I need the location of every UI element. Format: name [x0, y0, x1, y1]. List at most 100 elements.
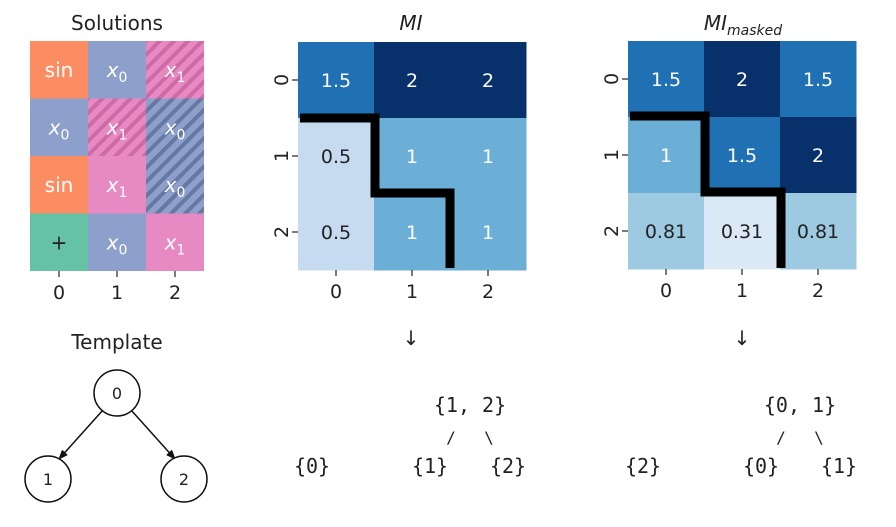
- mi-cell-0-0: [298, 42, 375, 119]
- mimasked-cell-value-0-1: 2: [736, 69, 748, 91]
- mi-tree-leaf-left: {1}: [412, 454, 448, 478]
- mi-cell-value-1-1: 1: [406, 146, 418, 168]
- solutions-cell-3-0: [30, 213, 88, 271]
- mi-x-tick-label: 2: [482, 281, 494, 303]
- mi-cell-2-0: [298, 194, 375, 271]
- mi-cell-value-2-2: 1: [482, 222, 494, 244]
- solutions-cell-1-1: [88, 98, 146, 156]
- mimasked-cell-2-2: [780, 193, 857, 270]
- solutions-cell-label-3-1: x0: [106, 230, 128, 258]
- solutions-x-tick-label: 0: [53, 282, 65, 304]
- mi-cell-2-2: [450, 194, 527, 271]
- mi-tree-branch-left: /: [446, 428, 456, 447]
- mimasked-y-tick-label: 2: [601, 225, 623, 237]
- mimasked-cell-1-1: [704, 117, 781, 194]
- solutions-cell-3-2: [146, 213, 204, 271]
- mi-cell-1-2: [450, 118, 527, 195]
- mi-title: MI: [399, 11, 422, 35]
- mimasked-axis-ticks: 0 1 2 0 1 2: [601, 73, 824, 302]
- template-node-label-2: 2: [179, 470, 189, 489]
- template-node-1: [24, 455, 72, 503]
- mi-tree-branch-right: \: [484, 428, 494, 447]
- solutions-cell-0-2: [146, 41, 204, 99]
- solutions-cell-2-0: [30, 156, 88, 214]
- solutions-cell-label-1-2: x0: [164, 115, 186, 143]
- mimasked-cell-value-2-1: 0.31: [721, 221, 763, 243]
- solutions-cell-0-1: [88, 41, 146, 99]
- solutions-cell-label-0-0: sin: [45, 58, 74, 82]
- mi-cell-value-0-2: 2: [482, 70, 494, 92]
- solutions-cell-label-2-1: x1: [106, 173, 128, 201]
- mimasked-cell-0-0: [628, 41, 705, 118]
- solutions-cell-1-0: [30, 98, 88, 156]
- mi-tree-leaf-right: {2}: [490, 454, 526, 478]
- mimasked-arrow: ↓: [734, 326, 751, 350]
- mi-y-tick-label: 1: [271, 150, 293, 162]
- mimasked-title: MImasked: [704, 11, 782, 39]
- solutions-cell-label-1-1: x1: [106, 115, 128, 143]
- mi-cell-1-0: [298, 118, 375, 195]
- solutions-title: Solutions: [71, 11, 163, 35]
- mimasked-cell-value-0-0: 1.5: [651, 69, 681, 91]
- template-edge-0-1: [58, 409, 104, 460]
- mimasked-x-tick-label: 0: [660, 280, 672, 302]
- solutions-cell-0-0: [30, 41, 88, 99]
- template-node-0: [93, 369, 141, 417]
- mimasked-cell-value-2-2: 0.81: [797, 221, 839, 243]
- template-node-label-1: 1: [43, 470, 53, 489]
- solutions-cell-label-3-2: x1: [164, 230, 186, 258]
- mimasked-cell-0-2: [780, 41, 857, 118]
- mi-cell-value-0-1: 2: [406, 70, 418, 92]
- mimasked-cell-value-2-0: 0.81: [645, 221, 687, 243]
- mi-cell-value-1-2: 1: [482, 146, 494, 168]
- solutions-cell-label-2-2: x0: [164, 173, 186, 201]
- template-title: Template: [70, 330, 162, 354]
- mimasked-cell-0-1: [704, 41, 781, 118]
- mimasked-cell-value-1-1: 1.5: [727, 145, 757, 167]
- mimasked-x-tick-label: 2: [812, 280, 824, 302]
- mimasked-cell-1-0: [628, 117, 705, 194]
- mimasked-mask-boundary: [630, 111, 786, 268]
- solutions-cell-2-2: [146, 156, 204, 214]
- mimasked-tree-root: {0, 1}: [764, 393, 836, 417]
- solutions-cell-label-1-0: x0: [48, 115, 70, 143]
- template-node-2: [160, 455, 208, 503]
- mimasked-tree-leaf-outer: {2}: [625, 454, 661, 478]
- mimasked-cell-1-2: [780, 117, 857, 194]
- mimasked-cell-value-1-2: 2: [812, 145, 824, 167]
- mi-mask-boundary: [300, 113, 455, 268]
- solutions-x-tick-label: 1: [111, 282, 123, 304]
- mimasked-y-tick-label: 1: [601, 149, 623, 161]
- solutions-cell-label-3-0: +: [51, 230, 68, 254]
- mi-cell-value-1-0: 0.5: [321, 146, 351, 168]
- solutions-cell-label-0-2: x1: [164, 58, 186, 86]
- solutions-cell-label-2-0: sin: [45, 173, 74, 197]
- template-edge-0-2: [130, 409, 176, 460]
- template-panel: Template 0 1 2: [24, 330, 208, 503]
- mimasked-tree-leaf-left: {0}: [743, 454, 779, 478]
- mi-arrow: ↓: [403, 326, 420, 350]
- mimasked-tree-leaf-right: {1}: [821, 454, 857, 478]
- mi-cell-0-1: [374, 42, 451, 119]
- mimasked-cell-2-0: [628, 193, 705, 270]
- solutions-cell-3-1: [88, 213, 146, 271]
- mi-cell-0-2: [450, 42, 527, 119]
- mi-tree-leaf-outer: {0}: [294, 454, 330, 478]
- mimasked-cell-2-1: [704, 193, 781, 270]
- mi-y-tick-label: 2: [271, 226, 293, 238]
- mi-cell-value-0-0: 1.5: [321, 70, 351, 92]
- solutions-cell-1-2: [146, 98, 204, 156]
- template-node-label-0: 0: [112, 384, 122, 403]
- mimasked-y-tick-label: 0: [601, 73, 623, 85]
- mi-cell-value-2-1: 1: [406, 222, 418, 244]
- mimasked-cell-value-1-0: 1: [660, 145, 672, 167]
- mi-tree-root: {1, 2}: [434, 393, 506, 417]
